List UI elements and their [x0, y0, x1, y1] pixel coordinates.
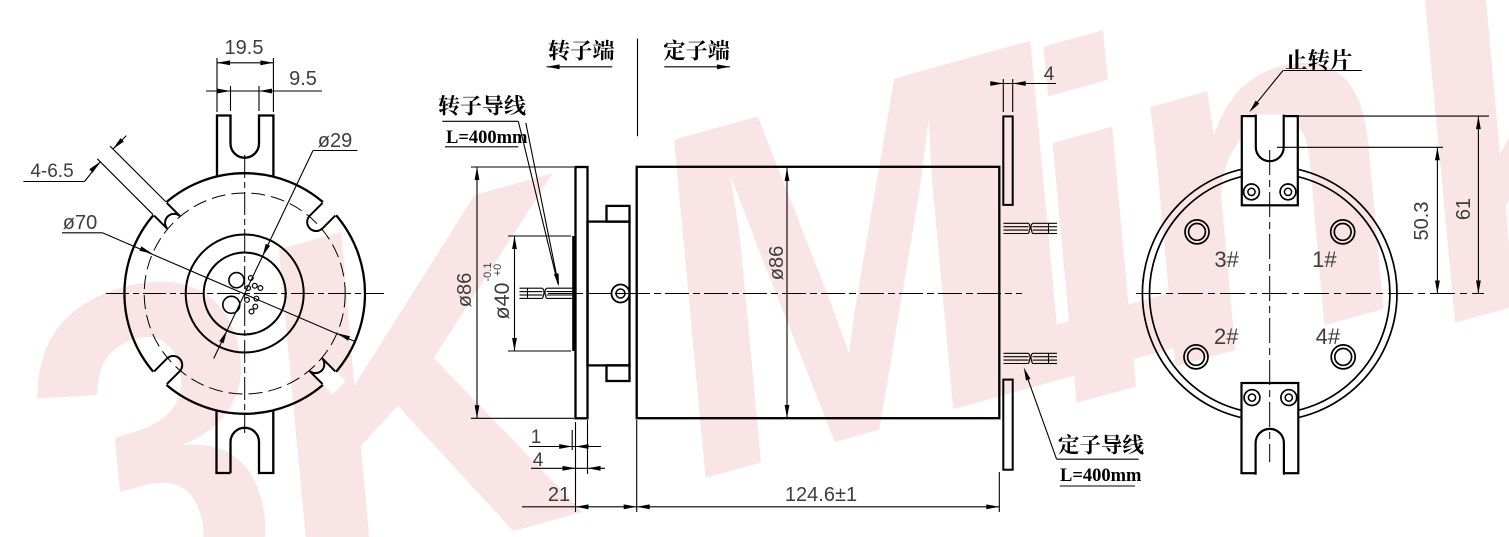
svg-text:4#: 4#	[1316, 324, 1341, 349]
svg-text:124.6±1: 124.6±1	[785, 484, 857, 506]
svg-text:9.5: 9.5	[289, 68, 317, 90]
svg-text:+0: +0	[492, 264, 504, 277]
svg-text:L=400mm: L=400mm	[446, 128, 528, 148]
svg-text:2#: 2#	[1214, 324, 1239, 349]
svg-text:1#: 1#	[1312, 247, 1337, 272]
svg-text:4-6.5: 4-6.5	[30, 161, 73, 182]
svg-text:ø29: ø29	[318, 130, 352, 152]
svg-text:ø86: ø86	[454, 273, 476, 307]
svg-text:4: 4	[533, 450, 544, 471]
svg-text:ø70: ø70	[63, 212, 97, 234]
svg-text:4: 4	[1044, 64, 1055, 85]
svg-text:L=400mm: L=400mm	[1060, 466, 1142, 486]
svg-text:21: 21	[548, 484, 570, 506]
svg-text:61: 61	[1453, 198, 1475, 220]
svg-text:ø40: ø40	[490, 282, 514, 319]
svg-text:ø86: ø86	[766, 246, 788, 280]
svg-text:3#: 3#	[1214, 247, 1239, 272]
svg-text:1: 1	[531, 427, 542, 448]
svg-text:19.5: 19.5	[225, 37, 264, 59]
svg-text:-0.1: -0.1	[482, 263, 494, 282]
svg-text:50.3: 50.3	[1411, 202, 1433, 241]
